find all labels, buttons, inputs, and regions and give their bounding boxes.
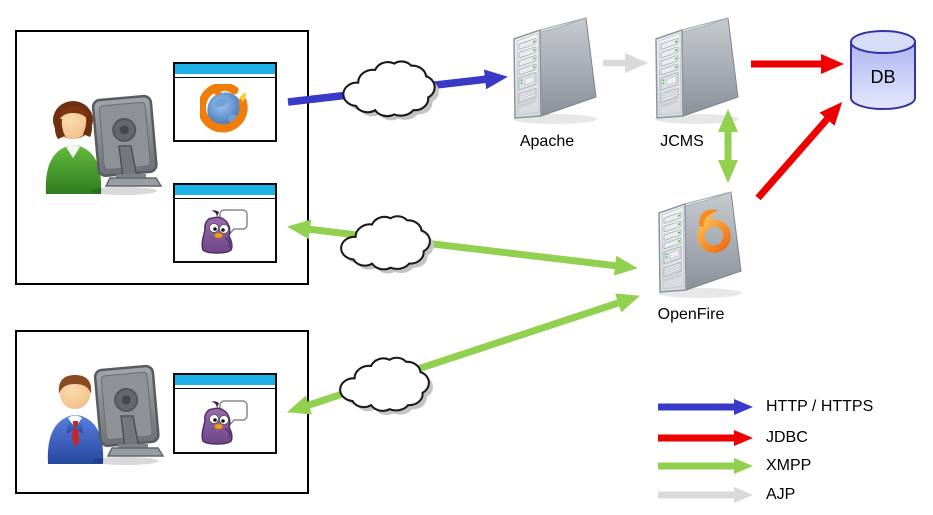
- green-arrow-icon: [658, 458, 753, 474]
- legend-item-jdbc: JDBC: [658, 427, 808, 449]
- chat-window-body: [175, 389, 275, 452]
- window-titlebar-separator: [175, 388, 275, 389]
- xmpp-arrow-user1-openfire: [287, 219, 638, 276]
- xmpp-arrow-user2-openfire: [287, 293, 640, 415]
- window-titlebar-separator: [175, 77, 275, 78]
- chat-window-user-2: [173, 373, 277, 454]
- jcms-server-icon: [645, 12, 745, 127]
- browser-window-body: [175, 78, 275, 140]
- blue-arrow-icon: [658, 399, 753, 415]
- network-cloud-icon: [342, 60, 440, 122]
- pidgin-chat-icon: [201, 209, 248, 254]
- apache-server-icon: [503, 12, 603, 127]
- legend-label-xmpp: XMPP: [766, 457, 812, 474]
- man-at-computer-icon: [47, 364, 165, 465]
- window-titlebar: [175, 375, 275, 385]
- legend-label-jdbc: JDBC: [766, 429, 808, 446]
- firefox-browser-icon: [200, 84, 248, 133]
- openfire-label: OpenFire: [657, 306, 725, 323]
- http-arrow-user1-to-apache: [287, 69, 508, 106]
- apache-label: Apache: [519, 133, 575, 150]
- window-titlebar-separator: [175, 198, 275, 199]
- window-titlebar: [175, 64, 275, 74]
- database-cylinder-icon: DB: [850, 30, 916, 110]
- network-cloud-icon: [340, 215, 436, 275]
- legend-label-ajp: AJP: [766, 486, 796, 503]
- legend-item-xmpp: XMPP: [658, 455, 811, 477]
- browser-window: [173, 62, 277, 142]
- woman-at-computer-icon: [45, 94, 163, 195]
- chat-window-user-1: [173, 183, 277, 263]
- jdbc-arrow-openfire-to-db: [755, 101, 843, 201]
- db-label: DB: [870, 67, 895, 87]
- jcms-label: JCMS: [660, 133, 704, 150]
- legend-label-http: HTTP / HTTPS: [766, 398, 874, 415]
- red-arrow-icon: [658, 430, 753, 446]
- openfire-server-icon: [648, 186, 748, 301]
- legend-item-ajp: AJP: [658, 484, 795, 506]
- window-titlebar: [175, 185, 275, 195]
- network-cloud-icon: [338, 356, 435, 417]
- legend-item-http: HTTP / HTTPS: [658, 396, 873, 418]
- pidgin-chat-icon: [201, 399, 248, 445]
- openfire-flame-logo: [697, 209, 731, 253]
- chat-window-body: [175, 199, 275, 261]
- gray-arrow-icon: [658, 487, 753, 503]
